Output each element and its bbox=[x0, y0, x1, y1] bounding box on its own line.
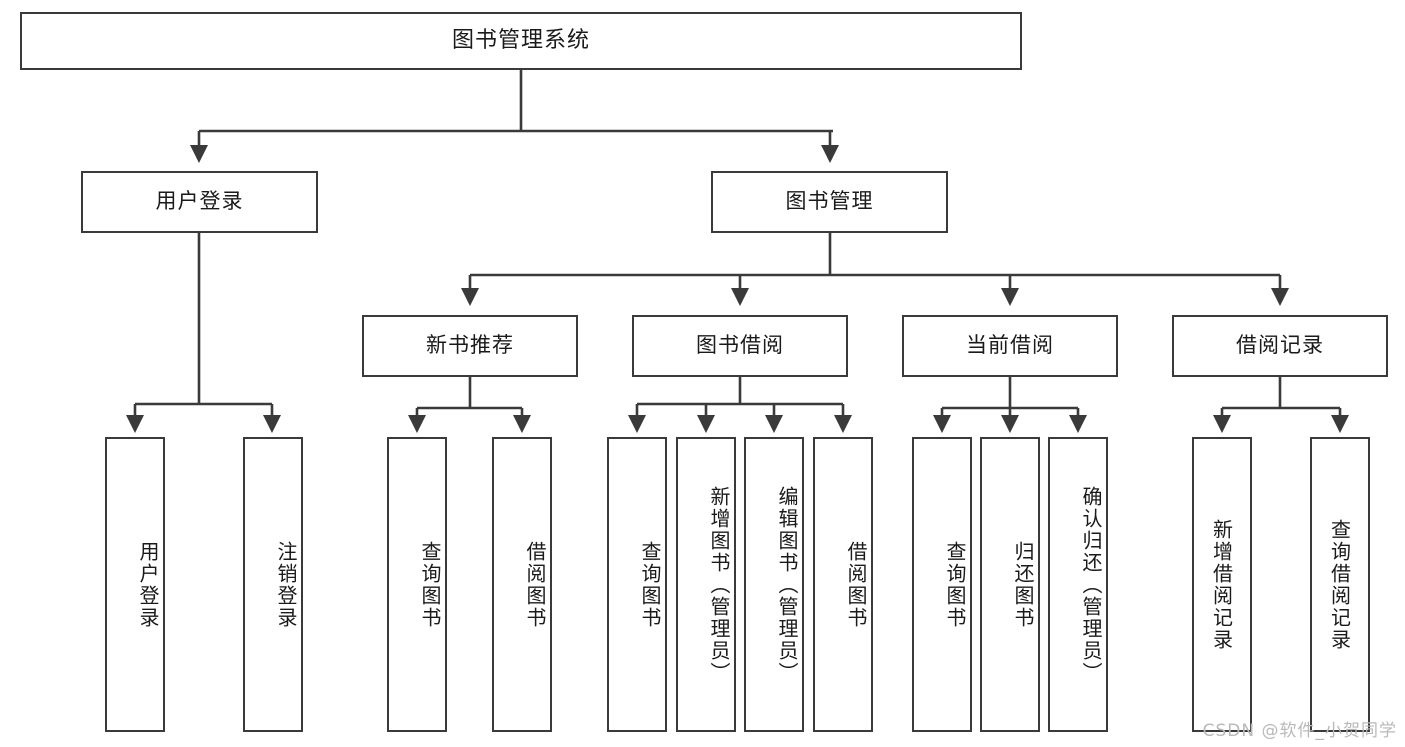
node-leaf-add-book[interactable]: 新增图书（管理员） bbox=[676, 437, 736, 732]
node-leaf-confirm-return[interactable]: 确认归还（管理员） bbox=[1048, 437, 1108, 732]
node-leaf-edit-book[interactable]: 编辑图书（管理员） bbox=[744, 437, 804, 732]
node-leaf-query-book-1[interactable]: 查询图书 bbox=[387, 437, 447, 732]
node-leaf-borrow-book-1-label: 借阅图书 bbox=[523, 540, 547, 629]
node-leaf-user-login-label: 用户登录 bbox=[136, 540, 160, 629]
node-root-system[interactable]: 图书管理系统 bbox=[20, 12, 1022, 70]
node-leaf-query-record[interactable]: 查询借阅记录 bbox=[1310, 437, 1370, 732]
node-leaf-query-book-2[interactable]: 查询图书 bbox=[607, 437, 667, 732]
node-user-login[interactable]: 用户登录 bbox=[81, 171, 318, 233]
node-leaf-query-book-3-label: 查询图书 bbox=[943, 540, 967, 629]
node-leaf-query-book-1-label: 查询图书 bbox=[418, 540, 442, 629]
node-leaf-borrow-book-2-label: 借阅图书 bbox=[844, 540, 868, 629]
node-leaf-edit-book-label: 编辑图书（管理员） bbox=[775, 485, 799, 684]
node-leaf-borrow-book-2[interactable]: 借阅图书 bbox=[813, 437, 873, 732]
node-leaf-query-book-2-label: 查询图书 bbox=[638, 540, 662, 629]
node-leaf-add-record-label: 新增借阅记录 bbox=[1209, 518, 1234, 651]
node-leaf-query-book-3[interactable]: 查询图书 bbox=[912, 437, 972, 732]
node-leaf-user-logout[interactable]: 注销登录 bbox=[243, 437, 303, 732]
node-leaf-confirm-return-label: 确认归还（管理员） bbox=[1079, 485, 1103, 684]
node-new-book-recommend[interactable]: 新书推荐 bbox=[362, 315, 578, 377]
node-leaf-add-record[interactable]: 新增借阅记录 bbox=[1192, 437, 1252, 732]
node-leaf-return-book[interactable]: 归还图书 bbox=[980, 437, 1040, 732]
node-borrow-record[interactable]: 借阅记录 bbox=[1172, 315, 1388, 377]
node-leaf-return-book-label: 归还图书 bbox=[1011, 540, 1035, 629]
node-book-borrow[interactable]: 图书借阅 bbox=[632, 315, 848, 377]
node-book-manage[interactable]: 图书管理 bbox=[711, 171, 948, 233]
node-leaf-add-book-label: 新增图书（管理员） bbox=[707, 485, 731, 684]
node-leaf-query-record-label: 查询借阅记录 bbox=[1327, 518, 1352, 651]
node-current-borrow[interactable]: 当前借阅 bbox=[902, 315, 1118, 377]
node-leaf-user-logout-label: 注销登录 bbox=[274, 540, 298, 629]
node-leaf-borrow-book-1[interactable]: 借阅图书 bbox=[492, 437, 552, 732]
node-leaf-user-login[interactable]: 用户登录 bbox=[105, 437, 165, 732]
